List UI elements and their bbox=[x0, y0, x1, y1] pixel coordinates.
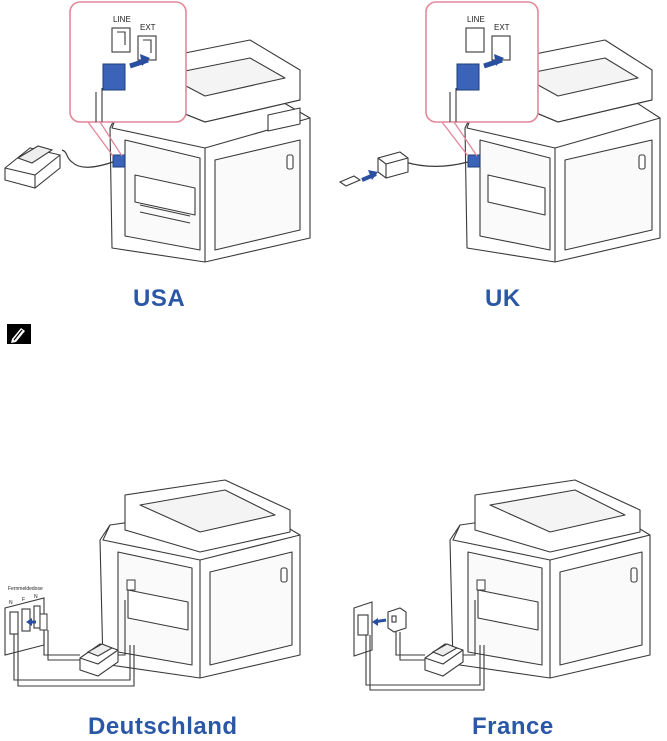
uk-diagram: LINE EXT bbox=[330, 0, 667, 290]
note-pencil-icon bbox=[7, 324, 31, 344]
socket-letter-f: F bbox=[22, 597, 25, 603]
french-adapter-icon bbox=[387, 607, 407, 633]
ext-port-label: EXT bbox=[140, 23, 156, 32]
telephone-icon bbox=[4, 145, 61, 189]
france-diagram bbox=[340, 479, 667, 710]
uk-port-zoom-callout bbox=[425, 1, 539, 123]
caption-germany: Deutschland bbox=[88, 713, 238, 740]
caption-france: France bbox=[472, 713, 554, 740]
germany-diagram: Fernmeldedose N F N bbox=[0, 479, 320, 710]
caption-uk: UK bbox=[485, 285, 521, 312]
french-wall-socket bbox=[353, 601, 373, 657]
zoomed-line-connector bbox=[102, 63, 126, 91]
usa-printer-illustration: LINE EXT bbox=[4, 1, 311, 263]
line-port-label: LINE bbox=[113, 15, 131, 24]
uk-ext-port-label: EXT bbox=[494, 23, 510, 32]
france-telephone-icon bbox=[424, 643, 464, 677]
socket-letter-n1: N bbox=[9, 600, 13, 606]
caption-usa: USA bbox=[133, 285, 186, 312]
uk-printer-illustration: LINE EXT bbox=[338, 1, 661, 263]
port-zoom-callout bbox=[69, 1, 187, 123]
france-printer-illustration bbox=[353, 479, 651, 691]
uk-adapter-icon bbox=[338, 151, 409, 187]
usa-diagram: LINE EXT bbox=[0, 0, 330, 290]
germany-printer-illustration: Fernmeldedose N F N bbox=[4, 479, 301, 687]
german-wall-socket bbox=[4, 597, 45, 656]
germany-telephone-icon bbox=[79, 643, 119, 677]
uk-line-port-label: LINE bbox=[467, 15, 485, 24]
german-socket-label: Fernmeldedose bbox=[8, 586, 43, 592]
socket-letter-n2: N bbox=[34, 594, 38, 600]
line-port-connector bbox=[112, 154, 126, 168]
